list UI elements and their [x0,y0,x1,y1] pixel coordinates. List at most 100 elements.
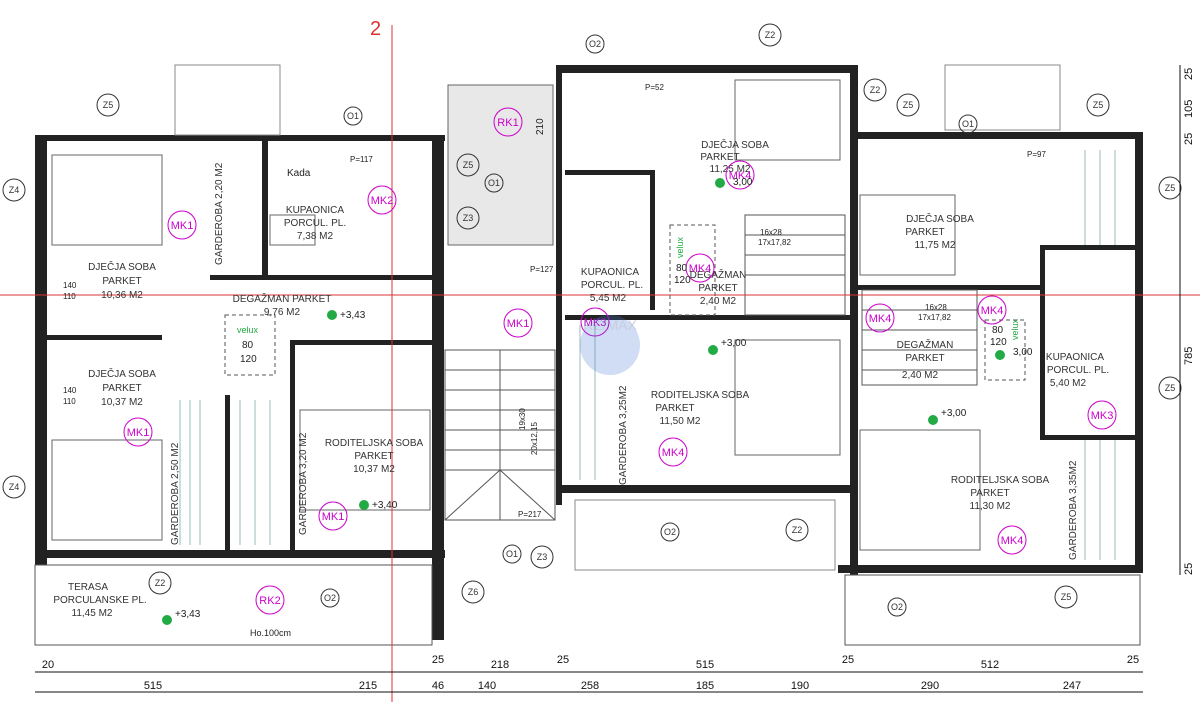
room-r4-line3: 10,37 M2 [101,397,143,408]
room-r12-line3: 2,40 M2 [902,370,939,381]
room-r10-line1: RODITELJSKA SOBA [651,390,750,401]
room-r13-line2: PORCUL. PL. [1047,365,1109,376]
dim-top-4: 515 [696,659,714,671]
marker-c6: Z5 [463,160,474,170]
wardrobe-hatching [179,150,1116,560]
tag-t12: MK4 [869,313,892,325]
walls [35,65,1143,640]
room-r13-line1: KUPAONICA [1046,352,1104,363]
dim-bottom-7: 290 [921,680,939,692]
marker-c1: Z5 [103,100,114,110]
room-labels: DJEČJA SOBA PARKET 10,36 M2 KUPAONICA PO… [53,138,1109,619]
note-kada: Kada [287,168,311,179]
dim-top-2: 218 [491,659,509,671]
note-velux-3: velux [1010,318,1020,340]
shower-area [447,84,554,246]
marker-c20: O2 [324,593,336,603]
balcony-top-right [944,64,1061,131]
marker-c19: O1 [488,178,500,188]
marker-c10: Z5 [1093,100,1104,110]
note-stair-1: 19x30 [518,408,527,430]
room-r3-line2: 9,76 M2 [264,307,301,318]
marker-c2: Z4 [9,185,20,195]
room-r12-line2: PARKET [905,353,944,364]
tag-t5: MK1 [322,511,345,523]
room-r8-line3: 5,45 M2 [590,293,627,304]
balcony-bottom-center [574,499,836,571]
dim-top-6: 512 [981,659,999,671]
wardrobe-g2: GARDEROBA 2,50 M2 [170,442,181,545]
note-win-140a: 140 [63,281,77,290]
dim-top-7: 25 [1127,654,1139,666]
elev-e2: +3,40 [372,500,398,511]
note-stair-3: 16x28 [760,228,782,237]
wardrobe-g3: GARDEROBA 3,20 M2 [298,432,309,535]
tag-t8: MK4 [729,170,752,182]
note-ho100: Ho.100cm [250,628,291,638]
dim-right-3: 785 [1183,347,1195,365]
dim-right-4: 25 [1183,563,1195,575]
dim-bottom-0: 515 [144,680,162,692]
note-80b: 80 [676,263,688,274]
elev-e5: +3,00 [721,338,747,349]
note-stair-5: 16x28 [925,303,947,312]
finish-tags: MK1 MK2 MK1 MK1 MK1 RK1 RK2 MK4 MK4 MK3 … [123,107,1117,615]
room-r3-line1: DEGAŽMAN PARKET [233,292,332,305]
tag-t4: MK1 [127,427,150,439]
watermark: RE/MAX [580,315,640,375]
tag-t6: RK1 [497,117,518,129]
note-80c: 80 [992,325,1004,336]
room-r11-line1: DJEČJA SOBA [906,212,974,225]
dim-right-1: 105 [1183,100,1195,118]
dim-bottom-6: 190 [791,680,809,692]
marker-c4: Z2 [155,578,166,588]
room-r13-line3: 5,40 M2 [1050,378,1087,389]
dim-top-5: 25 [842,654,854,666]
wardrobe-g1: GARDEROBA 2,20 M2 [214,162,225,265]
dim-top-0: 20 [42,659,54,671]
tag-t9: MK4 [689,263,712,275]
marker-c9: Z5 [903,100,914,110]
tag-t3: MK1 [507,318,530,330]
dim-bottom-1: 215 [359,680,377,692]
note-velux-1: velux [237,325,259,335]
room-r1-line3: 10,36 M2 [101,290,143,301]
note-stair-4: 17x17,82 [758,238,791,247]
tag-t13: MK4 [981,305,1004,317]
room-r1-line1: DJEČJA SOBA [88,260,156,273]
marker-c11: Z5 [1165,183,1176,193]
note-p52: P=52 [645,83,664,92]
elevation-marks: +3,43 +3,40 +3,43 3,00 +3,00 +3,00 3,00 [162,177,1033,625]
room-r1-line2: PARKET [102,276,141,287]
note-win-110a: 110 [63,292,76,301]
marker-c3: Z4 [9,482,20,492]
right-terrace-outline [844,574,1141,646]
note-120a: 120 [240,354,257,365]
note-win-140b: 140 [63,386,77,395]
dim-right-0: 25 [1183,68,1195,80]
note-120b: 120 [674,275,691,286]
note-210: 210 [535,118,546,135]
note-80a: 80 [242,340,254,351]
marker-c16: Z5 [1061,592,1072,602]
room-r10-line2: PARKET [655,403,694,414]
room-r8-line2: PORCUL. PL. [581,280,643,291]
marker-c24: O2 [891,602,903,612]
room-r5-line3: 10,37 M2 [353,464,395,475]
note-stair-2: 20x12,15 [530,422,539,455]
room-r9-line3: 2,40 M2 [700,296,737,307]
elev-e6: +3,00 [941,408,967,419]
elev-e4: 3,00 [733,177,753,188]
marker-c14: Z6 [468,587,479,597]
note-win-110b: 110 [63,397,76,406]
stairs-mk4-lower [861,289,978,386]
tag-t11: MK4 [662,447,685,459]
room-r6-line1: TERASA [68,582,108,593]
room-r12-line1: DEGAŽMAN [897,338,954,351]
marker-c8: Z2 [870,85,881,95]
wardrobe-g5: GARDEROBA 3,35M2 [1068,460,1079,560]
room-r5-line2: PARKET [354,451,393,462]
elev-e7: 3,00 [1013,347,1033,358]
room-r6-line2: PORCULANSKE PL. [53,595,146,606]
dim-bottom-5: 185 [696,680,714,692]
